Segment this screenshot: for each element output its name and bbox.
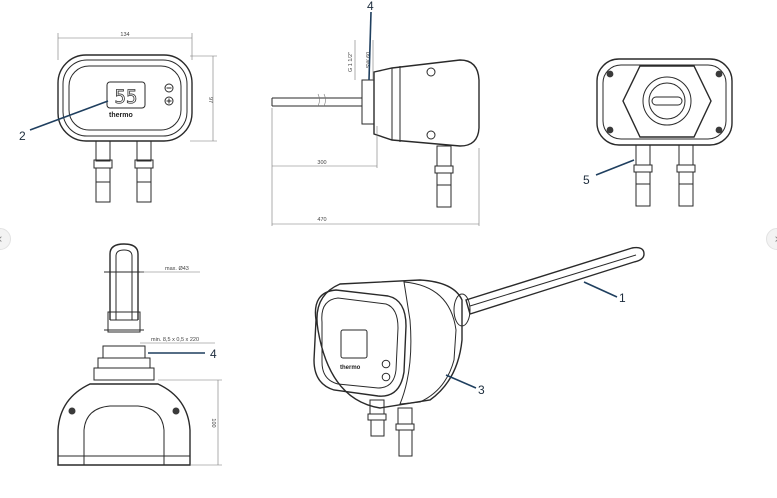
front-view: 134 97 55 thermo 2 bbox=[19, 32, 217, 203]
callout-4-top: 4 bbox=[367, 0, 374, 13]
iso-brand-logo: thermo bbox=[340, 365, 361, 371]
chevron-right-icon: › bbox=[774, 232, 777, 247]
thread-dimension: G 1 1/2" bbox=[348, 52, 354, 72]
chevron-left-icon: ‹ bbox=[0, 232, 3, 247]
bottom-view: max. Ø43 min. 8,5 x 0,5 x 220 100 4 bbox=[57, 243, 222, 466]
height-dimension: 97 bbox=[207, 97, 213, 103]
isometric-view: thermo 1 3 bbox=[313, 246, 645, 457]
callout-2: 2 bbox=[19, 129, 26, 143]
callout-3: 3 bbox=[478, 383, 485, 397]
callout-4-bottom: 4 bbox=[210, 347, 217, 361]
length-470-dimension: 470 bbox=[317, 217, 326, 223]
back-view: 5 bbox=[583, 58, 733, 207]
width-dimension: 134 bbox=[120, 32, 129, 38]
display-readout: 55 bbox=[115, 86, 138, 108]
callout-5: 5 bbox=[583, 173, 590, 187]
height-100-dimension: 100 bbox=[210, 418, 216, 427]
max-diameter-dimension: max. Ø43 bbox=[165, 266, 189, 272]
callout-1: 1 bbox=[619, 291, 626, 305]
length-300-dimension: 300 bbox=[317, 160, 326, 166]
brand-logo: thermo bbox=[109, 112, 133, 119]
min-element-dimension: min. 8,5 x 0,5 x 220 bbox=[151, 337, 199, 343]
side-view: G 1 1/2" SW 60 300 470 4 bbox=[271, 0, 480, 226]
